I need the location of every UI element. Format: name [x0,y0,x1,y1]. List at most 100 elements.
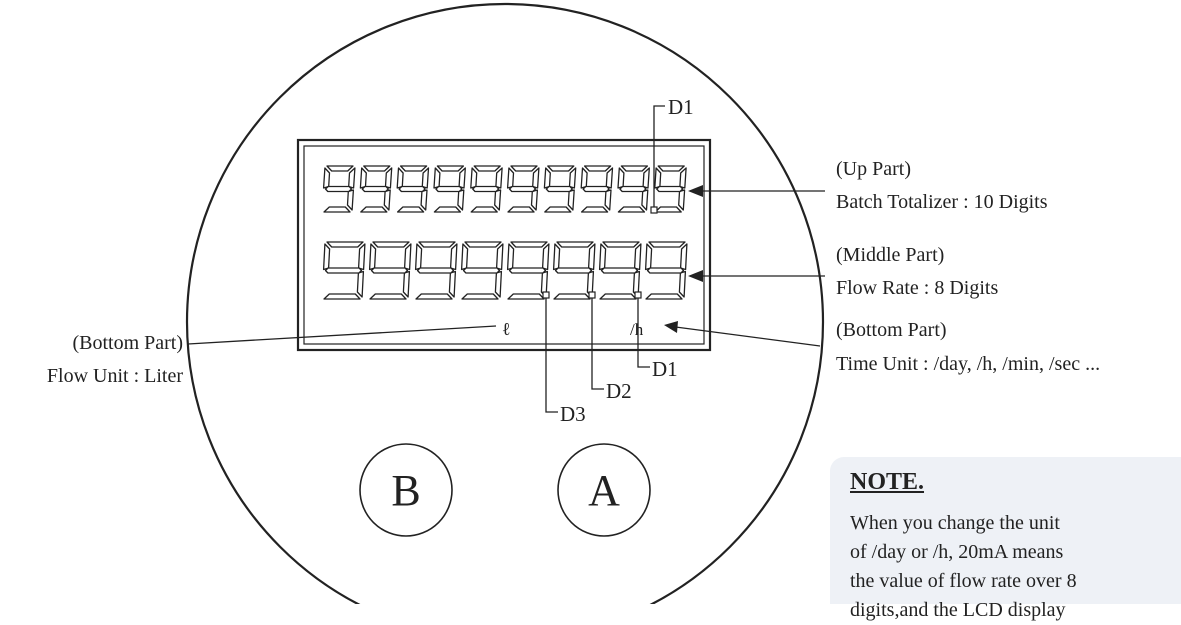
lcd-liter-symbol: ℓ [502,319,511,339]
top-d1-leader [653,105,665,207]
decimal-point-d1 [634,291,642,299]
lcd-segment [462,267,501,274]
lcd-segment [460,243,469,271]
lcd-segment [433,206,462,213]
lcd-segment [399,165,428,172]
lcd-segment [678,270,687,298]
lcd-segment [414,243,423,271]
lcd-digit [552,241,596,300]
lcd-segment [602,241,640,248]
lcd-digit [414,241,458,300]
lcd-segment [326,241,364,248]
time-unit-arrowhead [664,321,678,333]
lcd-segment [654,206,682,213]
lcd-segment [599,293,637,300]
lcd-segment [323,206,351,213]
lcd-digit [460,241,504,300]
lcd-segment [598,243,607,271]
button-a[interactable]: A [557,443,651,537]
marker-d3: D3 [560,402,586,426]
up-part-description: Batch Totalizer : 10 Digits [836,191,1048,213]
button-b-ring[interactable] [359,443,453,537]
note-line: of /day or /h, 20mA means [850,541,1064,563]
lcd-segment [415,293,453,300]
lcd-segment [326,165,354,172]
lcd-segment [370,267,409,274]
totalizer-digit-row [322,165,687,213]
lcd-segment [619,185,647,193]
lcd-digit [359,165,393,213]
top-decimal-point-d1 [650,206,658,214]
lcd-digit [506,241,550,300]
lcd-segment [646,267,685,274]
lcd-segment [510,241,548,248]
lcd-segment [473,165,501,172]
lcd-segment [416,267,455,274]
lcd-segment [470,206,498,213]
bottom-right-title: (Bottom Part) [836,319,947,341]
lcd-segment [361,185,389,193]
bottom-left-title: (Bottom Part) [72,332,183,354]
up-part-title: (Up Part) [836,158,911,180]
flow-unit-leader [187,325,497,345]
button-b[interactable]: B [359,443,453,537]
flow-rate-digit-row [322,241,688,300]
lcd-segment [324,267,363,274]
button-a-ring[interactable] [557,443,651,537]
lcd-segment [435,185,463,193]
lcd-segment [436,165,465,172]
up-part-arrowhead [688,185,703,197]
lcd-digit [644,241,688,300]
bottom-right-description: Time Unit : /day, /h, /min, /sec ... [836,353,1101,375]
note-body: When you change the unit of /day or /h, … [850,509,1181,625]
marker-d2: D2 [606,379,632,403]
time-unit-leader [667,325,821,347]
lcd-segment [545,185,573,193]
arrowheads [664,185,703,333]
lcd-segment [398,185,426,193]
lcd-diagram: ℓ /h D1 D1 D2 D3 B A [185,2,825,604]
lcd-segment [360,206,388,213]
lcd-frame-inner [303,145,705,345]
lcd-segment [464,241,502,248]
bottom-left-description: Flow Unit : Liter [46,365,183,387]
lcd-segment [617,206,646,213]
lcd-segment [645,293,683,300]
lcd-segment [448,270,457,298]
middle-part-arrowhead [688,270,703,282]
lcd-segment [494,270,503,298]
lcd-digit [322,165,356,213]
marker-bottom-d1: D1 [652,357,678,381]
lcd-segment [510,165,538,172]
lcd-digit [433,165,466,213]
lcd-segment [324,185,353,193]
marker-top-d1: D1 [668,95,694,119]
button-a-label: A [588,466,620,515]
lcd-segment [507,293,545,300]
note-line: When you change the unit [850,512,1060,534]
lcd-segment [323,293,361,300]
lcd-segment [556,241,594,248]
lcd-segment [418,241,456,248]
middle-part-description: Flow Rate : 8 Digits [836,277,999,299]
note-box: NOTE. When you change the unit of /day o… [830,457,1181,621]
lcd-digit [598,241,642,300]
lcd-segment [656,185,684,193]
lcd-segment [507,206,535,213]
lcd-segment [582,185,610,193]
lcd-segment [372,241,410,248]
lcd-digit [396,165,430,213]
lcd-digit [368,241,412,300]
lcd-digit [506,165,540,213]
lcd-digit [617,165,650,213]
lcd-segment [369,293,407,300]
lcd-segment [554,267,593,274]
lcd-segment [363,165,391,172]
lcd-segment [580,206,609,213]
button-b-label: B [391,466,420,515]
lcd-segment [553,293,591,300]
d3-leader [545,298,558,413]
lcd-segment [402,270,411,298]
note-line: the value of flow rate over 8 [850,570,1077,592]
lcd-segment [506,243,515,271]
